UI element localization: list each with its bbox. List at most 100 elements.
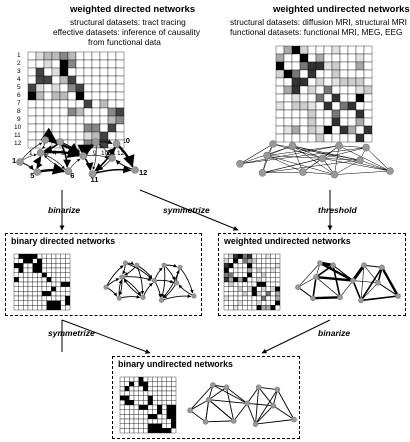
matrix-cell: [23, 253, 29, 259]
matrix-row-label: 11: [14, 132, 21, 139]
graph-edge: [258, 386, 278, 391]
matrix-row-label: 2: [17, 60, 21, 67]
matrix-cell: [237, 305, 243, 311]
matrix-cell: [355, 45, 365, 55]
graph-node: [330, 262, 336, 269]
matrix-cell: [247, 291, 253, 297]
matrix-cell: [242, 300, 248, 306]
matrix-cell: [228, 295, 234, 301]
graph-edge: [363, 265, 379, 283]
matrix-cell: [299, 93, 309, 103]
matrix-cell: [242, 281, 248, 287]
matrix-cell: [270, 286, 276, 292]
graph-edge: [247, 402, 274, 407]
matrix-cell: [143, 423, 149, 429]
matrix-cell: [23, 263, 29, 269]
matrix-cell: [223, 305, 229, 311]
matrix-cell: [355, 77, 365, 87]
matrix-cell: [157, 414, 163, 420]
matrix-cell: [119, 404, 125, 410]
matrix-cell: [119, 418, 125, 424]
matrix-cell: [161, 423, 167, 429]
matrix-cell: [46, 286, 52, 292]
matrix-cell: [161, 400, 167, 406]
graph-edge: [338, 145, 367, 148]
matrix-row-label: 6: [17, 92, 21, 99]
graph-edge: [315, 264, 334, 278]
matrix-cell: [323, 45, 333, 55]
matrix-cell: [265, 300, 271, 306]
matrix-cell: [119, 428, 125, 434]
matrix-cell: [171, 376, 177, 382]
matrix-cell: [18, 295, 24, 301]
graph-edge: [322, 158, 391, 172]
matrix-cell: [75, 123, 85, 133]
matrix-cell: [43, 91, 53, 101]
matrix-cell: [315, 77, 325, 87]
matrix-cell: [339, 53, 349, 63]
graph-node: [236, 160, 244, 168]
matrix-cell: [59, 83, 69, 93]
graph-node: [158, 297, 164, 303]
matrix-cell: [307, 109, 317, 119]
matrix-cell: [18, 300, 24, 306]
matrix-cell: [152, 418, 158, 424]
matrix-cell: [67, 67, 77, 77]
matrix-cell: [75, 51, 85, 61]
matrix-cell: [41, 291, 47, 297]
matrix-cell: [35, 99, 45, 109]
graph-node: [258, 169, 267, 177]
matrix-cell: [133, 423, 139, 429]
matrix-cell: [124, 409, 130, 415]
matrix-cell: [166, 404, 172, 410]
matrix-cell: [228, 277, 234, 283]
matrix-cell: [129, 404, 135, 410]
graph-node: [335, 142, 343, 150]
graph-node-label: 10: [121, 136, 130, 145]
matrix-cell: [171, 423, 177, 429]
matrix-cell: [27, 51, 37, 61]
matrix-cell: [171, 386, 177, 392]
matrix-cell: [115, 83, 125, 93]
matrix-cell: [275, 272, 281, 278]
matrix-cell: [41, 286, 47, 292]
matrix-cell: [323, 61, 333, 71]
matrix-cell: [37, 267, 43, 273]
matrix-cell: [37, 286, 43, 292]
matrix-cell: [363, 77, 373, 87]
matrix-cell: [67, 115, 77, 125]
matrix-cell: [270, 281, 276, 287]
matrix-cell: [99, 83, 109, 93]
matrix-cell: [247, 272, 253, 278]
matrix-cell: [37, 272, 43, 278]
matrix-cell: [119, 414, 125, 420]
matrix-cell: [60, 258, 66, 264]
matrix-cell: [55, 272, 61, 278]
matrix-cell: [41, 305, 47, 311]
matrix-cell: [32, 272, 38, 278]
matrix-cell: [107, 123, 117, 133]
matrix-cell: [13, 305, 19, 311]
matrix-cell: [270, 272, 276, 278]
matrix-cell: [41, 263, 47, 269]
matrix-cell: [60, 263, 66, 269]
matrix-cell: [143, 418, 149, 424]
matrix-cell: [247, 258, 253, 264]
graph-edge: [189, 399, 209, 411]
matrix-cell: [46, 272, 52, 278]
matrix-cell: [23, 272, 29, 278]
matrix-cell: [171, 409, 177, 415]
graph-node: [350, 277, 356, 284]
matrix-cell: [275, 253, 281, 259]
matrix-cell: [27, 258, 33, 264]
matrix-column-label: 3: [45, 150, 49, 157]
graph-node: [375, 279, 381, 286]
matrix-row-label: 4: [17, 76, 21, 83]
graph-node: [210, 382, 216, 388]
matrix-cell: [133, 414, 139, 420]
matrix-cell: [299, 117, 309, 127]
matrix-cell: [331, 77, 341, 87]
matrix-cell: [35, 51, 45, 61]
matrix-cell: [27, 263, 33, 269]
matrix-cell: [18, 267, 24, 273]
